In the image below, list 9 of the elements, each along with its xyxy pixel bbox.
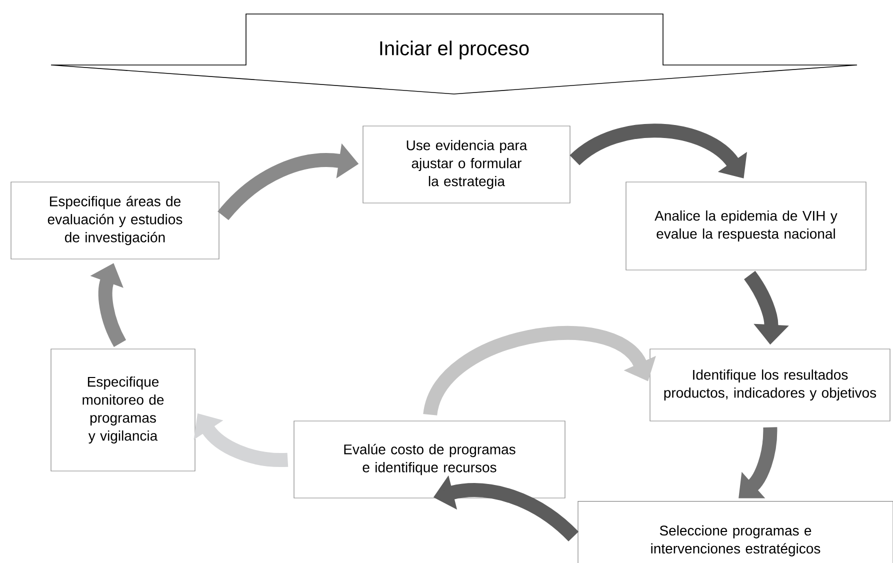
process-box: Evalúe costo de programas e identifique recursos	[294, 420, 566, 498]
process-box: Especifique monitoreo de programas y vigilancia	[50, 348, 196, 472]
curved-arrow	[423, 326, 656, 417]
process-box: Identifique los resultados productos, indicadores y objetivos	[650, 348, 890, 422]
process-box: Seleccione programas e intervenciones estratégicos	[578, 501, 893, 563]
curved-arrow	[738, 427, 778, 498]
process-box: Especifique áreas de evaluación y estudios de investigación	[10, 182, 220, 260]
process-box: Analice la epidemia de VIH y evalue la respuesta nacional	[626, 182, 866, 270]
process-box: Use evidencia para ajustar o formular la estrategia	[362, 126, 570, 204]
